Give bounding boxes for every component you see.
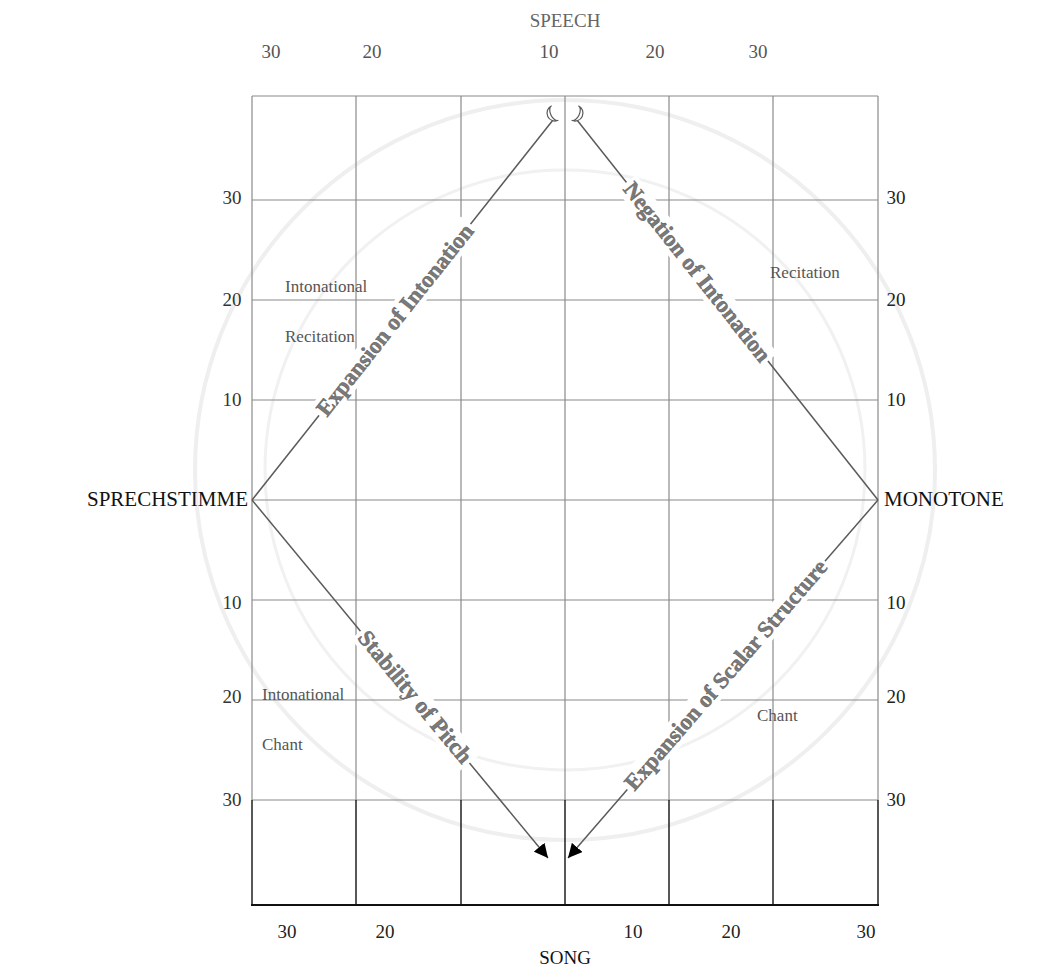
axis-number: 10 [624, 921, 643, 944]
vertex-label: SONG [539, 947, 591, 970]
axis-number: 20 [376, 921, 395, 944]
grid-line [252, 199, 878, 200]
axis-number: 10 [887, 592, 906, 615]
axis-number: 30 [857, 921, 876, 944]
axis-number: 20 [722, 921, 741, 944]
grid-line [877, 800, 878, 905]
axis-number: 30 [749, 41, 768, 64]
edge-label: Negation of Intonation [617, 175, 779, 370]
axis-number: 10 [887, 389, 906, 412]
axis-number: 20 [887, 289, 906, 312]
grid-line [252, 699, 878, 700]
grid-line [668, 800, 669, 905]
axis-number: 30 [223, 187, 242, 210]
vertex-label-box: SPRECHSTIMME [80, 484, 252, 516]
region-label: Recitation [770, 263, 840, 283]
grid-line [564, 800, 565, 905]
grid-line [252, 499, 878, 500]
axis-number: 10 [223, 592, 242, 615]
axis-number: 20 [223, 289, 242, 312]
axis-number: 20 [223, 686, 242, 709]
grid-line [252, 299, 878, 300]
region-label: Intonational Chant [262, 670, 377, 770]
grid-line [772, 96, 773, 800]
diamond-connector [577, 120, 878, 500]
crescent-tail [572, 106, 586, 124]
axis-number: 20 [887, 686, 906, 709]
vertex-label: SPRECHSTIMME [87, 487, 248, 512]
axis-number: 10 [540, 41, 559, 64]
edge-label: Expansion of Intonation [309, 216, 480, 423]
grid-lines-lower [251, 800, 879, 905]
grid-line [355, 800, 356, 905]
vertex-label: MONOTONE [884, 487, 1004, 512]
grid-lines [252, 96, 878, 800]
region-label: Chant [757, 706, 798, 726]
edge-label: Expansion of Scalar Structure [618, 553, 835, 798]
axis-number: 30 [887, 789, 906, 812]
grid-line [251, 96, 252, 800]
grid-line [564, 96, 565, 800]
vertex-label-box: MONOTONE [878, 484, 1010, 516]
grid-line [460, 96, 461, 800]
axis-number: 20 [363, 41, 382, 64]
vertex-label: SPEECH [530, 10, 601, 33]
grid-line [668, 96, 669, 800]
grid-line [252, 95, 878, 96]
grid-line [460, 800, 461, 905]
axis-number: 30 [223, 789, 242, 812]
vertex-label-box: SONG [533, 858, 597, 972]
axis-number: 30 [262, 41, 281, 64]
grid-line [877, 96, 878, 800]
grid-line [251, 800, 252, 905]
axis-number: 30 [278, 921, 297, 944]
grid-line [355, 96, 356, 800]
axis-number: 20 [646, 41, 665, 64]
region-label: Intonational Recitation [285, 262, 400, 362]
vertex-label-box: SPEECH [524, 8, 607, 120]
axis-number: 30 [887, 187, 906, 210]
grid-line [772, 800, 773, 905]
crescent-tail [544, 106, 558, 124]
axis-number: 10 [223, 389, 242, 412]
grid-line [251, 904, 879, 906]
diamond-connector [252, 500, 548, 858]
diamond-connector [568, 500, 878, 858]
diamond-connector [252, 120, 553, 500]
